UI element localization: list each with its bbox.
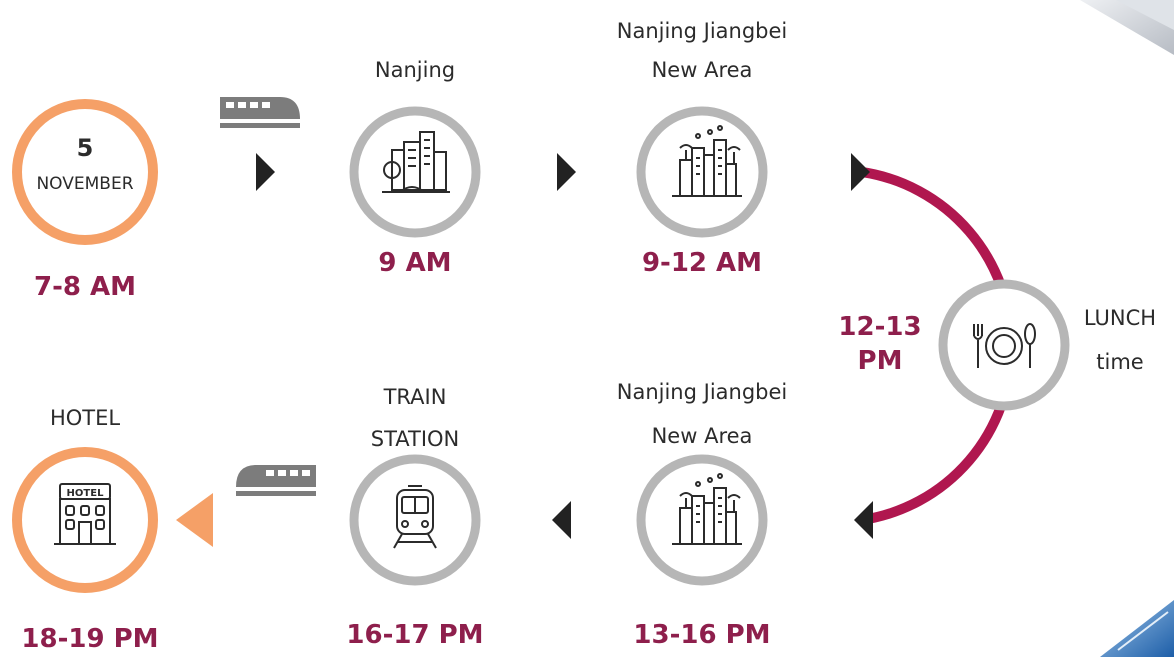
direction-arrow: [557, 153, 576, 191]
end-label-hotel: HOTEL: [49, 406, 121, 430]
stop-time-lunch-line2: PM: [857, 346, 903, 376]
corner-decoration-top: [1080, 0, 1174, 55]
direction-arrows: [256, 153, 873, 539]
stop-label-train-station-line1: TRAIN: [383, 385, 447, 409]
smart-city-icon: [672, 125, 742, 197]
direction-arrow: [256, 153, 275, 191]
start-date-node: [12, 99, 158, 245]
train-icon: [220, 97, 300, 128]
hotel-sign-text: HOTEL: [67, 488, 105, 499]
stop-label-jiangbei-2-line1: Nanjing Jiangbei: [616, 380, 788, 404]
direction-arrow: [851, 153, 870, 191]
direction-arrow: [854, 501, 873, 539]
start-month: NOVEMBER: [36, 174, 134, 194]
train-icon: [236, 465, 316, 496]
stop-node-train-station: [349, 454, 481, 586]
hotel-end-node: HOTEL: [12, 447, 158, 593]
stop-time-lunch-line1: 12-13: [838, 312, 922, 342]
end-time-hotel: 18-19 PM: [21, 624, 159, 654]
plate-cutlery-icon: [973, 323, 1036, 368]
stop-label-nanjing: Nanjing: [374, 58, 456, 82]
stop-label-lunch-line2: time: [1096, 350, 1144, 374]
corner-decoration-bottom: [1100, 600, 1174, 657]
city-buildings-icon: [382, 131, 450, 193]
stop-node-jiangbei-2: [636, 454, 768, 586]
stop-time-nanjing: 9 AM: [378, 248, 452, 278]
stop-node-jiangbei-1: [636, 106, 768, 238]
stop-node-nanjing: [349, 106, 481, 238]
start-time: 7-8 AM: [33, 272, 137, 302]
stop-label-jiangbei-1-line2: New Area: [651, 58, 753, 82]
stop-label-train-station-line2: STATION: [370, 427, 460, 451]
train-front-icon: [393, 485, 437, 549]
direction-arrow: [552, 501, 571, 539]
hotel-building-icon: [54, 483, 116, 545]
stop-label-jiangbei-1-line1: Nanjing Jiangbei: [616, 19, 788, 43]
route-end-arrowhead: [176, 493, 213, 547]
start-day: 5: [76, 134, 94, 162]
stop-node-lunch: [938, 279, 1070, 411]
stop-time-jiangbei-2: 13-16 PM: [633, 620, 771, 650]
stop-time-jiangbei-1: 9-12 AM: [641, 248, 763, 278]
stop-time-train-station: 16-17 PM: [346, 620, 484, 650]
smart-city-icon: [672, 473, 742, 545]
stop-label-jiangbei-2-line2: New Area: [651, 424, 753, 448]
stop-label-lunch-line1: LUNCH: [1083, 306, 1157, 330]
